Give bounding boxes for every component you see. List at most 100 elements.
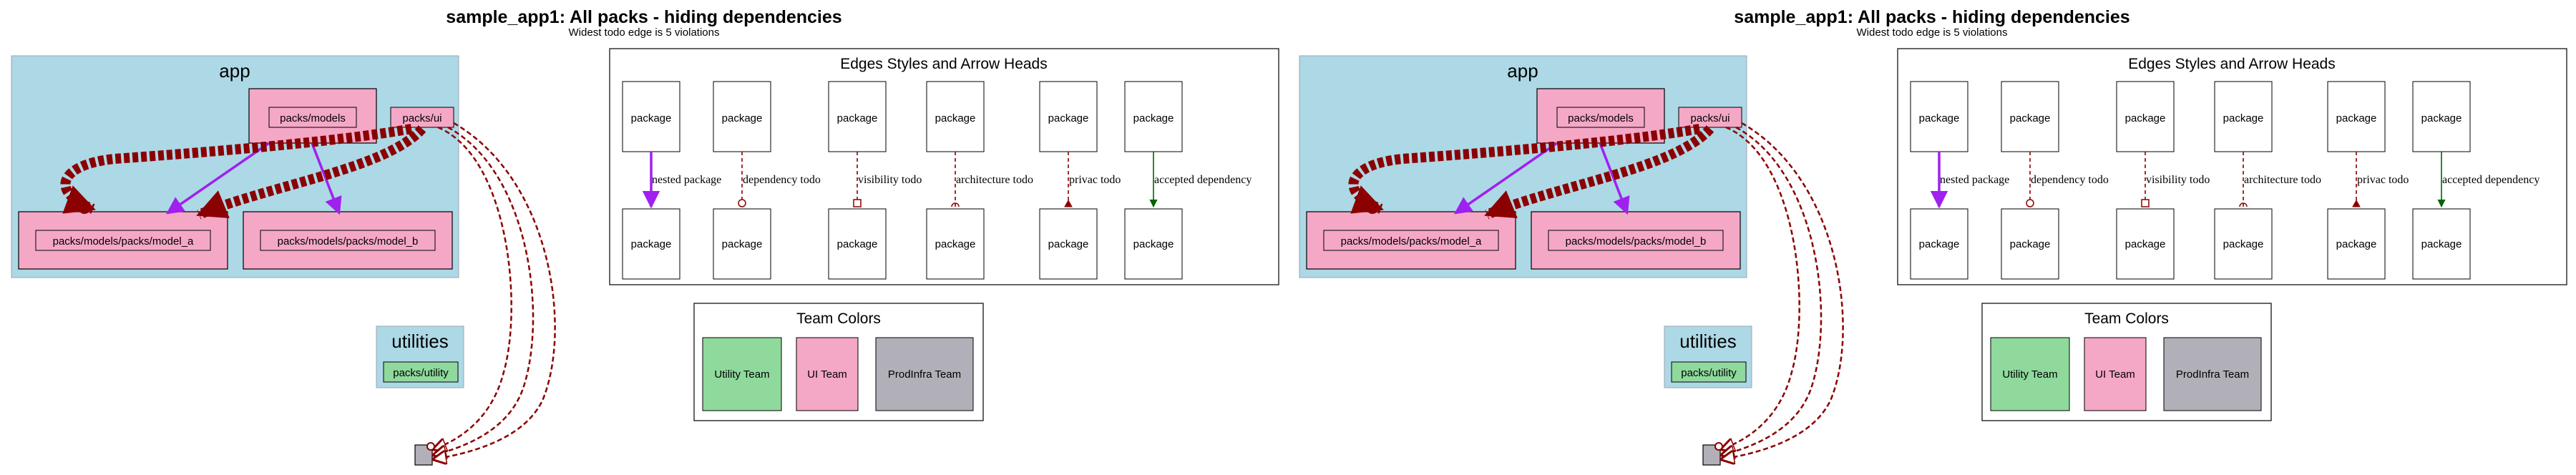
legend-package-top-label-2: package: [722, 112, 763, 124]
legend-team-2[interactable]: [2084, 337, 2147, 411]
cluster-utilities-label: utilities: [1679, 330, 1736, 352]
legend-edge-label-1: nested package: [652, 174, 721, 186]
node-model-b-inner[interactable]: [260, 230, 436, 251]
legend-edge-label-3: visibility todo: [858, 174, 922, 186]
edge-todo-ui-root-3: [1722, 122, 1844, 459]
legend-package-bottom-4[interactable]: [926, 208, 985, 280]
node-model-a-inner[interactable]: [35, 230, 211, 251]
node-packs-ui[interactable]: [390, 107, 454, 128]
edge-todo-ui-root-2: [1722, 126, 1823, 455]
legend-package-top-label-4: package: [2223, 112, 2264, 124]
legend-package-top-6[interactable]: [2412, 81, 2471, 152]
legend-package-top-label-3: package: [2125, 112, 2166, 124]
node-model-b-label: packs/models/packs/model_b: [278, 235, 419, 248]
legend-edge-label-4: architecture todo: [2244, 174, 2321, 186]
node-packs-models-inner[interactable]: [268, 107, 357, 128]
legend-team-label-1: Utility Team: [2002, 368, 2057, 381]
diagram-copy-left: sample_app1: All packs - hiding dependen…: [11, 7, 1279, 465]
legend-package-top-5[interactable]: [1039, 81, 1098, 152]
cluster-app-label: app: [1507, 60, 1538, 82]
node-packs-utility[interactable]: [1671, 361, 1747, 383]
node-model-a-label: packs/models/packs/model_a: [53, 235, 194, 248]
legend-package-bottom-label-2: package: [722, 238, 763, 250]
legend-package-bottom-4[interactable]: [2214, 208, 2273, 280]
node-packs-utility-label: packs/utility: [393, 367, 449, 379]
cluster-app-label: app: [219, 60, 250, 82]
legend-package-top-label-6: package: [2421, 112, 2462, 124]
legend-package-bottom-label-4: package: [2223, 238, 2264, 250]
legend-edge-head-4: [2239, 202, 2248, 207]
edge-todo-ui-model-a-1: [196, 125, 426, 220]
edge-todo-ui-model-a-2: [1348, 124, 1701, 214]
edge-todo-ui-root-1: [434, 126, 512, 449]
legend-edge-head-3: [2141, 199, 2150, 207]
legend-package-bottom-2[interactable]: [2001, 208, 2059, 280]
node-packs-ui[interactable]: [1678, 107, 1742, 128]
legend-package-top-2[interactable]: [2001, 81, 2059, 152]
node-packs-models-label: packs/models: [280, 112, 346, 124]
legend-package-bottom-1[interactable]: [622, 208, 680, 280]
legend-package-top-3[interactable]: [2116, 81, 2175, 152]
legend-package-top-label-2: package: [2010, 112, 2051, 124]
legend-package-bottom-label-1: package: [631, 238, 672, 250]
legend-team-2[interactable]: [796, 337, 859, 411]
legend-edge-label-2: dependency todo: [2031, 174, 2109, 186]
edge-todo-ui-model-a-1: [1484, 125, 1714, 220]
legend-package-bottom-label-6: package: [2421, 238, 2462, 250]
edge-todo-endpoint: [1366, 201, 1379, 214]
legend-package-top-6[interactable]: [1124, 81, 1183, 152]
legend-package-top-label-5: package: [2336, 112, 2377, 124]
legend-package-top-1[interactable]: [622, 81, 680, 152]
legend-package-top-label-5: package: [1048, 112, 1089, 124]
legend-package-bottom-3[interactable]: [828, 208, 887, 280]
node-packs-models-inner[interactable]: [1556, 107, 1645, 128]
edge-todo-ui-root-3: [434, 122, 556, 459]
legend-package-top-label-1: package: [1919, 112, 1960, 124]
legend-edge-label-5: privac todo: [2357, 174, 2409, 186]
legend-team-1[interactable]: [1990, 337, 2070, 411]
legend-edge-head-2: [738, 199, 746, 207]
legend-edge-head-3: [853, 199, 862, 207]
edge-todo-ui-root-2: [434, 126, 535, 455]
legend-edge-head-4: [951, 202, 960, 207]
legend-package-bottom-label-5: package: [2336, 238, 2377, 250]
legend-package-top-label-1: package: [631, 112, 672, 124]
legend-package-top-2[interactable]: [713, 81, 771, 152]
node-packs-models-label: packs/models: [1568, 112, 1634, 124]
legend-package-bottom-5[interactable]: [2327, 208, 2386, 280]
legend-package-top-3[interactable]: [828, 81, 887, 152]
legend-edge-label-1: nested package: [1940, 174, 2009, 186]
edge-root-dot: [426, 442, 435, 451]
legend-team-1[interactable]: [702, 337, 782, 411]
diagram-title: sample_app1: All packs - hiding dependen…: [446, 7, 841, 27]
legend-package-bottom-3[interactable]: [2116, 208, 2175, 280]
legend-package-bottom-5[interactable]: [1039, 208, 1098, 280]
legend-package-bottom-6[interactable]: [1124, 208, 1183, 280]
legend-team-3[interactable]: [2163, 337, 2262, 411]
diagram-title: sample_app1: All packs - hiding dependen…: [1734, 7, 2129, 27]
legend-edge-head-5: [2352, 199, 2361, 207]
diagram-subtitle: Widest todo edge is 5 violations: [569, 26, 720, 39]
node-model-b-inner[interactable]: [1548, 230, 1724, 251]
legend-edge-label-4: architecture todo: [956, 174, 1033, 186]
legend-edges-title: Edges Styles and Arrow Heads: [2128, 56, 2336, 72]
node-model-a-inner[interactable]: [1323, 230, 1499, 251]
node-packs-utility[interactable]: [383, 361, 459, 383]
legend-package-bottom-2[interactable]: [713, 208, 771, 280]
node-packs-utility-label: packs/utility: [1681, 367, 1737, 379]
legend-package-top-5[interactable]: [2327, 81, 2386, 152]
edge-todo-ui-root-1: [1722, 126, 1800, 449]
edge-todo-endpoint: [78, 201, 91, 214]
legend-teams-title: Team Colors: [2084, 310, 2169, 327]
legend-package-top-4[interactable]: [2214, 81, 2273, 152]
legend-package-top-4[interactable]: [926, 81, 985, 152]
legend-package-top-label-6: package: [1133, 112, 1174, 124]
legend-package-bottom-6[interactable]: [2412, 208, 2471, 280]
edge-nested-models-model-a: [1453, 142, 1558, 215]
edge-nested-models-model-b: [1599, 142, 1630, 215]
legend-team-3[interactable]: [875, 337, 974, 411]
legend-package-bottom-label-3: package: [837, 238, 878, 250]
legend-package-bottom-label-3: package: [2125, 238, 2166, 250]
legend-package-bottom-1[interactable]: [1910, 208, 1968, 280]
